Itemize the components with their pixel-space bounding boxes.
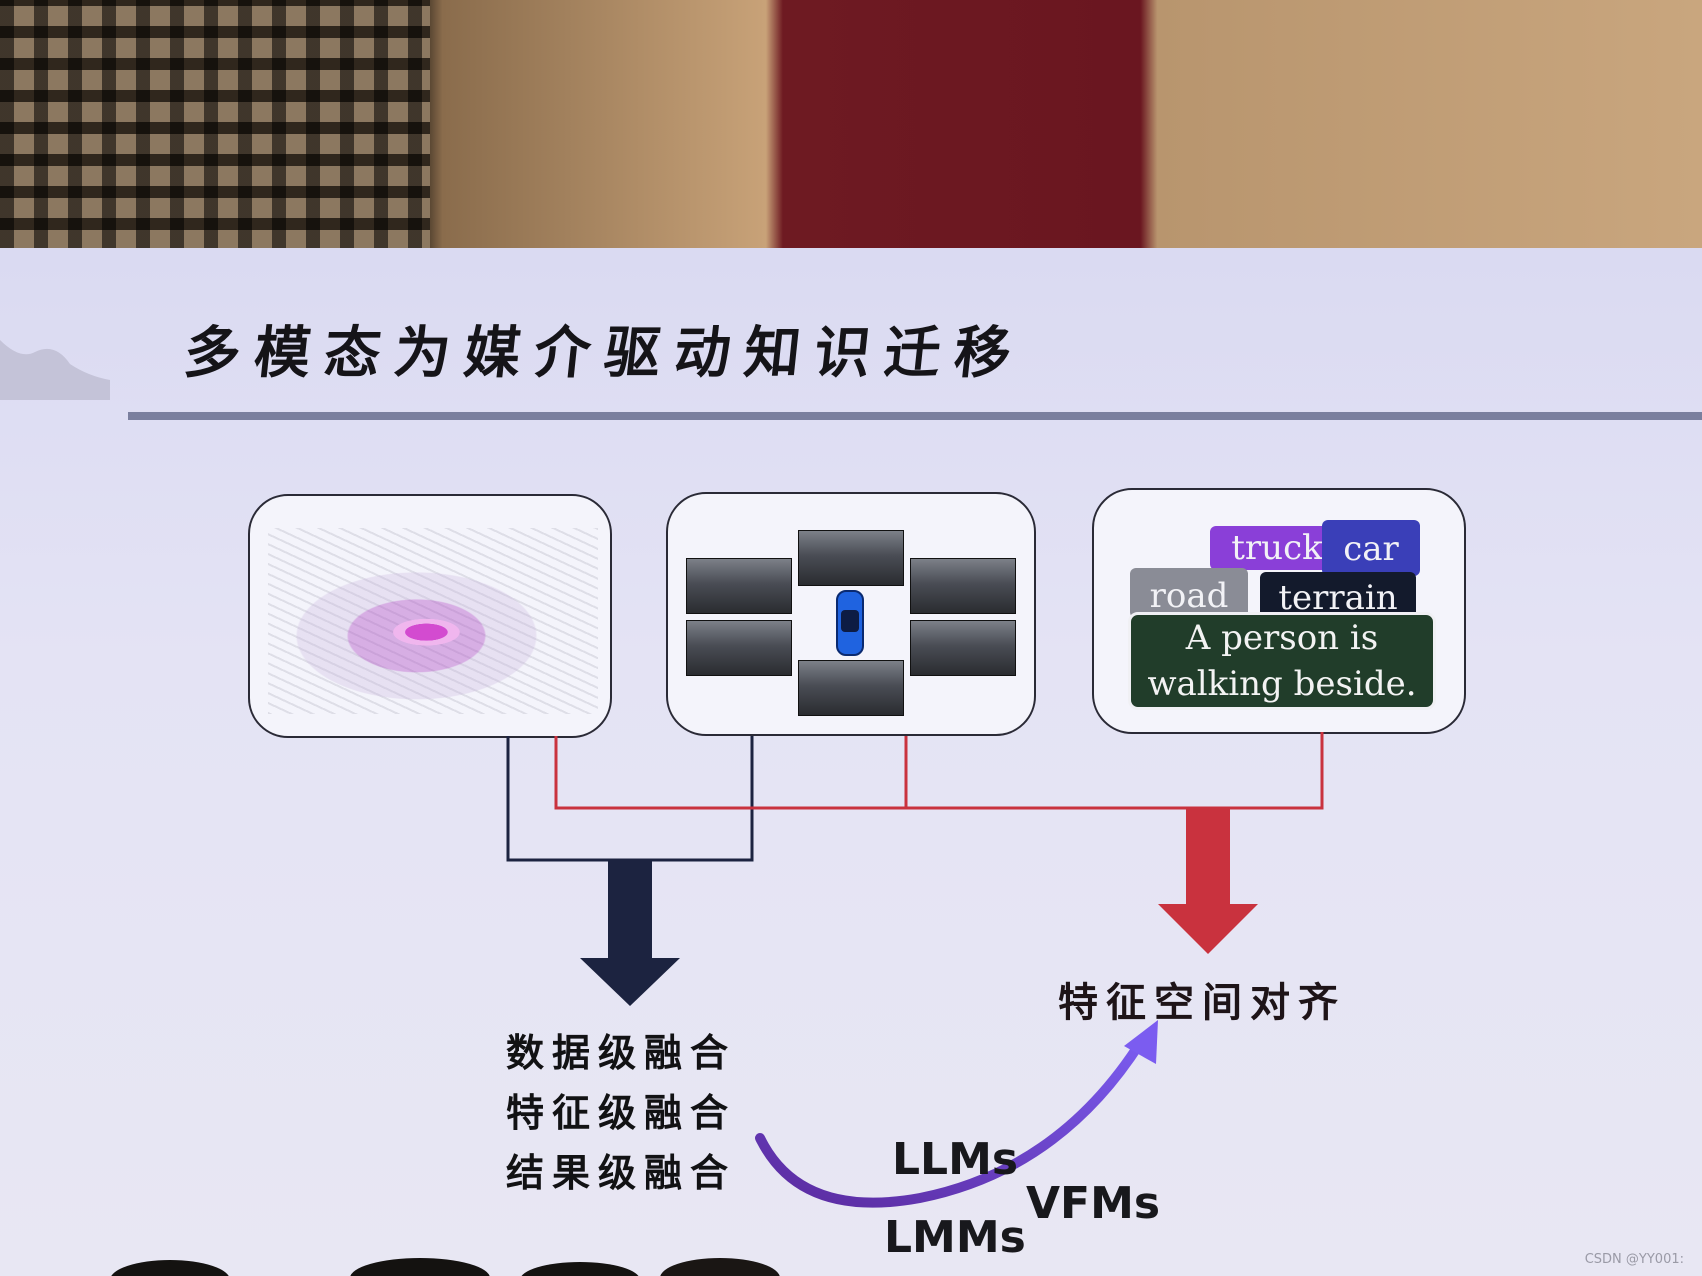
- fusion-label-data: 数据级融合: [506, 1022, 736, 1077]
- model-label-llms: LLMs: [892, 1134, 1018, 1185]
- navy-down-arrow: [580, 860, 680, 1006]
- red-down-arrow: [1158, 808, 1258, 954]
- fusion-label-result: 结果级融合: [506, 1142, 736, 1197]
- feature-space-alignment-label: 特征空间对齐: [1058, 970, 1346, 1028]
- red-connector: [556, 732, 1322, 808]
- audience-heads: [0, 1250, 1702, 1276]
- watermark: CSDN @YY001:: [1585, 1252, 1684, 1267]
- fusion-label-feature: 特征级融合: [506, 1082, 736, 1137]
- model-label-vfms: VFMs: [1026, 1178, 1160, 1229]
- navy-connector: [508, 736, 752, 860]
